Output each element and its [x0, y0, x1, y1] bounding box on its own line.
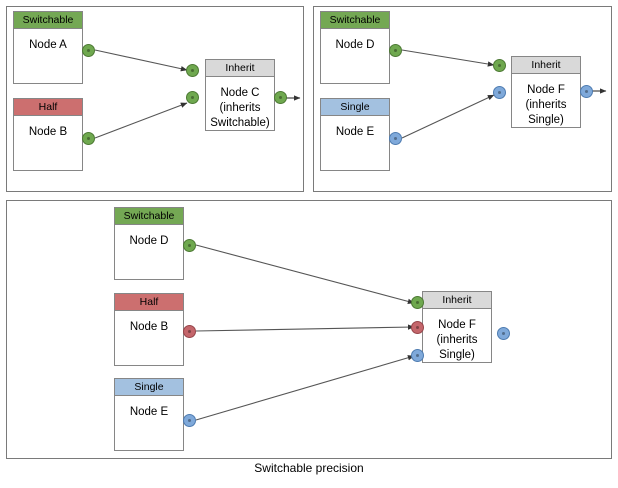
node-c-input-port-green-1[interactable]: [186, 64, 199, 77]
node-c-line-0: Node C: [220, 87, 260, 99]
node-f-body: Node F (inherits Single): [512, 74, 580, 128]
node-a-body: Node A: [14, 29, 82, 84]
node-e-output-port-blue[interactable]: [389, 132, 402, 145]
node-f2[interactable]: Inherit Node F (inherits Single): [422, 291, 492, 363]
node-d[interactable]: Switchable Node D: [320, 11, 390, 84]
node-d-body: Node D: [321, 29, 389, 84]
node-e2-output-port-blue[interactable]: [183, 414, 196, 427]
node-b[interactable]: Half Node B: [13, 98, 83, 171]
node-f-input-port-green[interactable]: [493, 59, 506, 72]
node-e-line-0: Node E: [335, 126, 375, 138]
node-b2-body: Node B: [115, 311, 183, 366]
node-b2[interactable]: Half Node B: [114, 293, 184, 366]
node-c[interactable]: Inherit Node C (inherits Switchable): [205, 59, 275, 131]
node-d2-header: Switchable: [115, 208, 183, 225]
node-b-body: Node B: [14, 116, 82, 171]
node-e2-line-0: Node E: [129, 406, 169, 418]
node-c-line-1: (inherits: [219, 102, 261, 114]
node-f[interactable]: Inherit Node F (inherits Single): [511, 56, 581, 128]
node-f2-input-port-blue[interactable]: [411, 349, 424, 362]
node-d2-body: Node D: [115, 225, 183, 280]
node-c-line-2: Switchable): [210, 117, 270, 129]
node-d2-line-0: Node D: [129, 235, 169, 247]
node-e2-body: Node E: [115, 396, 183, 451]
node-b-header: Half: [14, 99, 82, 116]
node-c-input-port-green-2[interactable]: [186, 91, 199, 104]
node-d-output-port-green[interactable]: [389, 44, 402, 57]
node-f-line-0: Node F: [527, 84, 565, 96]
node-d-header: Switchable: [321, 12, 389, 29]
node-f2-line-1: (inherits: [436, 334, 478, 346]
node-d2[interactable]: Switchable Node D: [114, 207, 184, 280]
node-f2-input-port-green[interactable]: [411, 296, 424, 309]
node-f-header: Inherit: [512, 57, 580, 74]
node-e-body: Node E: [321, 116, 389, 171]
node-b2-header: Half: [115, 294, 183, 311]
node-f-input-port-blue[interactable]: [493, 86, 506, 99]
node-f2-header: Inherit: [423, 292, 491, 309]
node-f2-output-port-blue[interactable]: [497, 327, 510, 340]
node-f2-line-2: Single): [439, 349, 475, 361]
node-a-line-0: Node A: [29, 39, 67, 51]
node-d-line-0: Node D: [335, 39, 375, 51]
node-f2-body: Node F (inherits Single): [423, 309, 491, 363]
node-a-header: Switchable: [14, 12, 82, 29]
node-b-output-port-green[interactable]: [82, 132, 95, 145]
diagram-caption: Switchable precision: [254, 461, 364, 475]
node-f-line-1: (inherits: [525, 99, 567, 111]
node-e2[interactable]: Single Node E: [114, 378, 184, 451]
node-e[interactable]: Single Node E: [320, 98, 390, 171]
node-a-output-port-green[interactable]: [82, 44, 95, 57]
node-b-line-0: Node B: [28, 126, 68, 138]
node-d2-output-port-green[interactable]: [183, 239, 196, 252]
node-f2-input-port-red[interactable]: [411, 321, 424, 334]
node-c-output-port-green[interactable]: [274, 91, 287, 104]
node-f2-line-0: Node F: [438, 319, 476, 331]
node-b2-output-port-red[interactable]: [183, 325, 196, 338]
node-c-header: Inherit: [206, 60, 274, 77]
node-e2-header: Single: [115, 379, 183, 396]
node-f-output-port-blue[interactable]: [580, 85, 593, 98]
node-b2-line-0: Node B: [129, 321, 169, 333]
panel-switchable-precision-combined: [6, 200, 612, 459]
node-e-header: Single: [321, 99, 389, 116]
node-f-line-2: Single): [528, 114, 564, 126]
node-c-body: Node C (inherits Switchable): [206, 77, 274, 131]
node-a[interactable]: Switchable Node A: [13, 11, 83, 84]
